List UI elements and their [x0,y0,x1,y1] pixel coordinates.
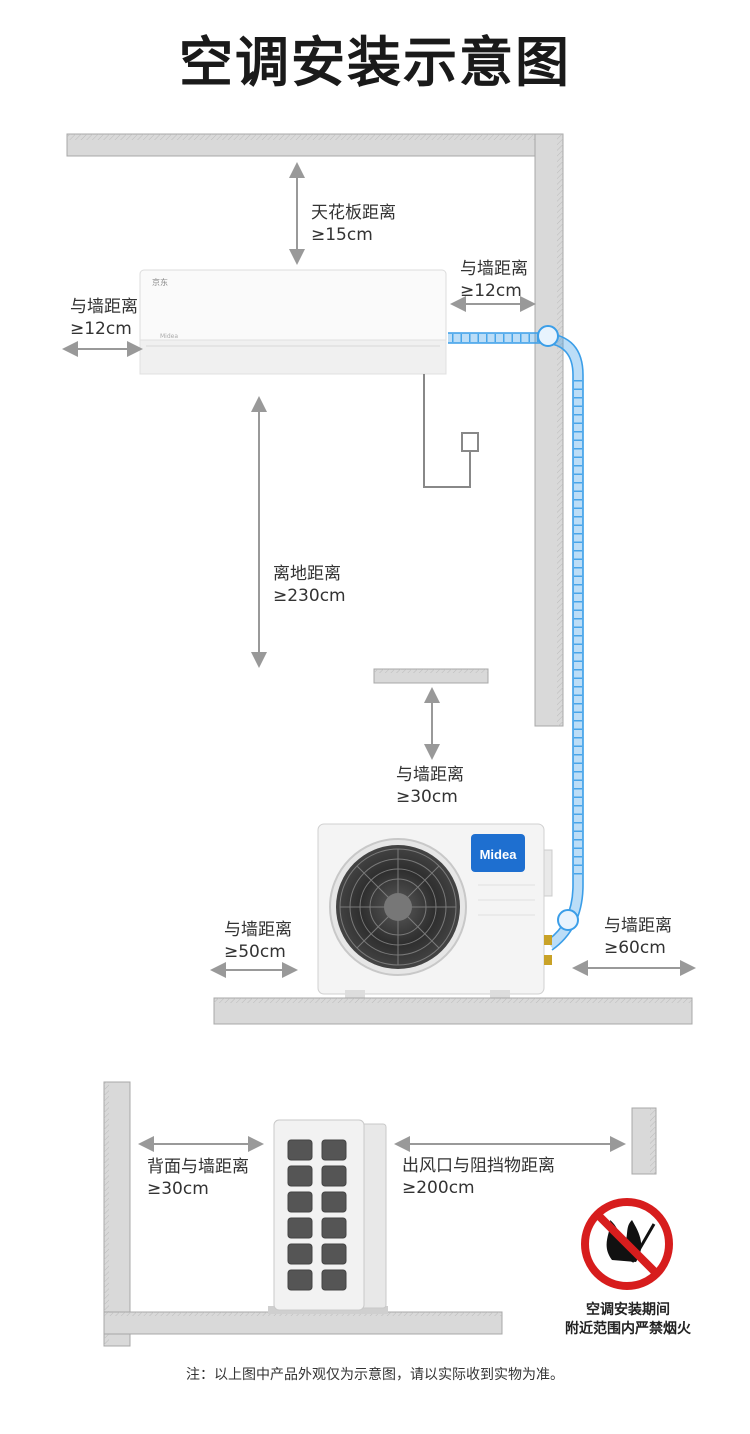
indoor-logo-text: Midea [160,333,178,340]
outdoor-left-distance-name: 与墙距离 [224,920,292,940]
back-distance-name: 背面与墙距离 [147,1157,249,1177]
power-cord [423,374,479,488]
outdoor-right-distance-value: ≥60cm [604,938,666,958]
outdoor-right-distance-label: 与墙距离 ≥60cm [604,915,672,959]
indoor-right-distance-value: ≥12cm [460,281,522,301]
ceiling-wall [66,133,564,157]
outlet-distance-name: 出风口与阻挡物距离 [402,1156,555,1176]
fire-warning-text: 空调安装期间 附近范围内严禁烟火 [548,1301,708,1339]
ceiling-distance-name: 天花板距离 [311,203,396,223]
back-distance-value: ≥30cm [147,1179,209,1199]
outdoor-unit: Midea [317,823,553,1000]
no-fire-icon [581,1198,673,1290]
refrigerant-pipe [448,325,584,951]
outdoor-right-distance-name: 与墙距离 [604,916,672,936]
disclaimer-note: 注：以上图中产品外观仅为示意图，请以实际收到实物为准。 [186,1367,564,1383]
fire-warning-line2: 附近范围内严禁烟火 [565,1321,691,1337]
back-distance-label: 背面与墙距离 ≥30cm [147,1156,249,1200]
outdoor-logo-text: Midea [480,847,518,862]
ground-slab [213,997,693,1025]
indoor-right-distance-label: 与墙距离 ≥12cm [460,258,528,302]
back-wall [103,1081,131,1347]
floor-slab [103,1311,503,1335]
outlet-distance-value: ≥200cm [402,1178,475,1198]
floor-distance-label: 离地距离 ≥230cm [273,563,346,607]
right-wall [534,133,564,727]
outdoor-top-distance-label: 与墙距离 ≥30cm [396,764,464,808]
outdoor-unit-side-view [268,1119,388,1314]
indoor-left-distance-label: 与墙距离 ≥12cm [70,296,138,340]
outlet-distance-label: 出风口与阻挡物距离 ≥200cm [402,1155,555,1199]
indoor-unit: 京东 Midea [139,269,447,375]
floor-distance-value: ≥230cm [273,586,346,606]
ceiling-distance-label: 天花板距离 ≥15cm [311,202,396,246]
page-title: 空调安装示意图 [179,31,571,94]
outdoor-left-distance-value: ≥50cm [224,942,286,962]
indoor-brand-text: 京东 [152,277,168,287]
indoor-right-distance-name: 与墙距离 [460,259,528,279]
front-obstacle [631,1107,657,1175]
upper-obstacle [373,668,489,684]
ceiling-distance-value: ≥15cm [311,225,373,245]
indoor-left-distance-name: 与墙距离 [70,297,138,317]
outdoor-top-distance-value: ≥30cm [396,787,458,807]
fire-warning-line1: 空调安装期间 [586,1302,670,1318]
floor-distance-name: 离地距离 [273,564,341,584]
indoor-left-distance-value: ≥12cm [70,319,132,339]
outdoor-top-distance-name: 与墙距离 [396,765,464,785]
outdoor-left-distance-label: 与墙距离 ≥50cm [224,919,292,963]
